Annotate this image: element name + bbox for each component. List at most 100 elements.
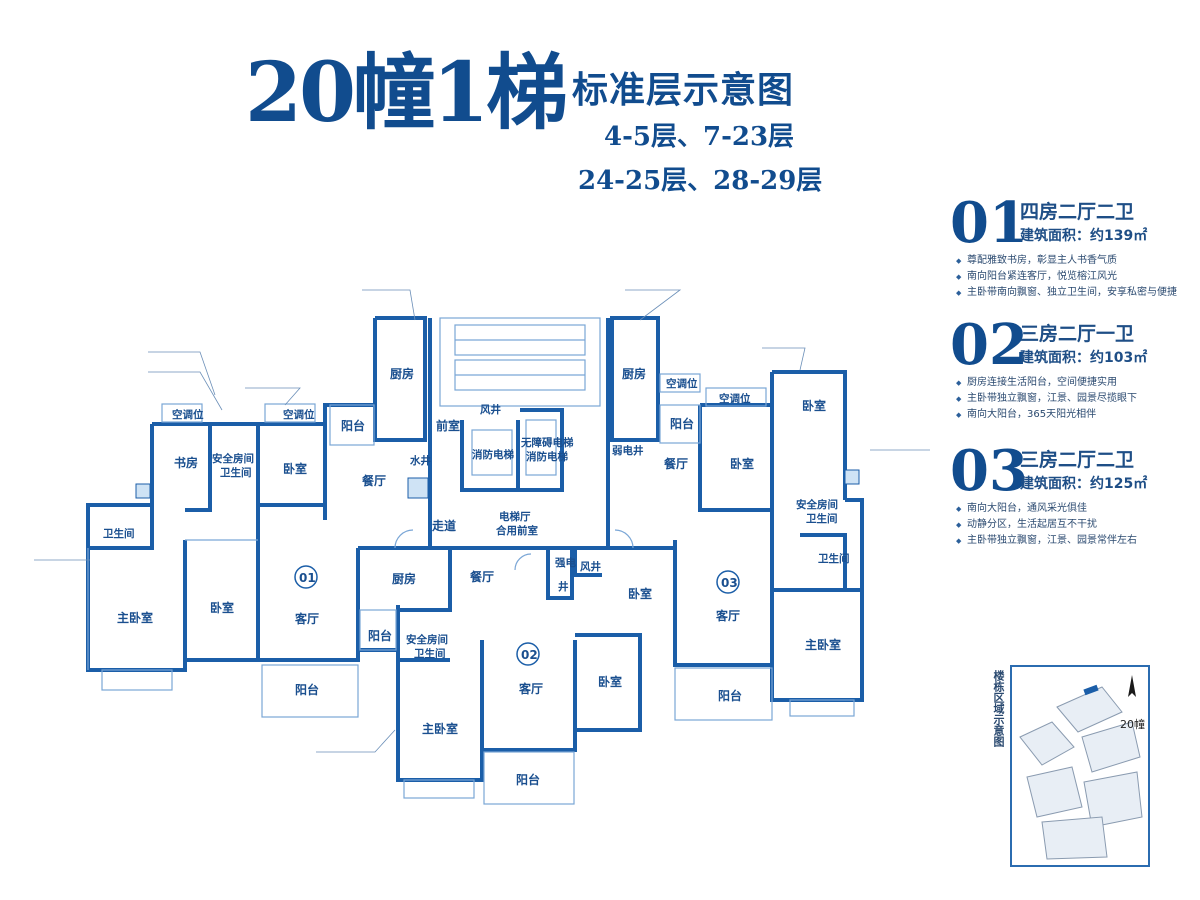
leader-line [316,729,396,753]
building-title: 20幢1梯 [245,45,568,141]
balcony-outline [261,664,359,718]
feature-item: 主卧带独立飘窗，江景、园景常伴左右 [956,533,1137,549]
balcony-outline [674,667,773,721]
north-arrow-icon [1128,675,1136,697]
leader-line [245,387,301,406]
leader-line [148,371,223,411]
label-dining-room: 餐厅 [362,473,386,488]
unit-marker-label: 03 [721,576,738,590]
label-bathroom: 卫生间 [818,552,850,565]
fire-lift-car [471,429,513,476]
site-block [1056,686,1123,733]
label-ac-ledge: 空调位 [283,408,315,421]
label-living-room: 客厅 [715,608,740,623]
label-bedroom: 卧室 [283,461,307,476]
ac-ledge [264,403,316,423]
label-shared-anteroom: 合用前室 [495,524,538,537]
unit-type: 三房二厅一卫 [1020,323,1135,345]
corridor-line [87,539,258,670]
wall [460,420,520,492]
stairwell [439,317,601,407]
label-balcony: 阳台 [295,682,319,697]
label-bedroom: 卧室 [210,600,234,615]
leader-line [625,289,682,321]
plan-subtitle: 标准层示意图 [572,69,795,111]
label-bathroom: 卫生间 [103,527,135,540]
ac-ledge [659,373,701,393]
wall [258,548,360,662]
label-bedroom: 卧室 [598,674,622,689]
wall [152,422,212,512]
label-lift-hall: 电梯厅 [499,510,531,523]
label-power-shaft: 井 [558,580,569,593]
label-fire-lift: 消防电梯 [472,448,514,461]
label-safe-room: 安全房间 [212,452,254,465]
door-arc [394,529,414,549]
wall [575,633,642,732]
label-dining-room: 餐厅 [470,569,494,584]
label-corridor: 走道 [432,518,456,533]
label-balcony: 阳台 [516,772,540,787]
unit-marker-03 [716,570,740,594]
feature-list: 南向大阳台，通风采光俱佳 动静分区，生活起居互不干扰 主卧带独立飘窗，江景、园景… [956,501,1137,549]
feature-list: 厨房连接生活阳台，空间便捷实用 主卧带独立飘窗，江景、园景尽揽眼下 南向大阳台，… [956,375,1137,423]
ac-ledge [705,387,767,407]
wall [573,548,602,577]
wall [546,548,574,600]
wall [770,588,864,702]
unit-number: 03 [950,438,1028,504]
leader-line [148,351,216,396]
pipe-shaft [844,469,860,485]
site-block [1083,771,1143,828]
unit-area: 建筑面积：约139㎡ [1020,228,1148,244]
wall [358,546,452,612]
wall [772,370,847,500]
location-map-label: 楼栋区域示意图 [992,670,1005,747]
balcony-outline [329,404,375,446]
feature-item: 动静分区，生活起居互不干扰 [956,517,1137,533]
label-bathroom: 卫生间 [414,647,446,660]
unit-number: 02 [950,312,1028,378]
pipe-shaft [135,483,151,499]
site-block [1041,816,1108,860]
label-anteroom: 前室 [436,418,460,433]
label-fire-lift: 消防电梯 [526,450,568,463]
unit-marker-label: 01 [299,571,316,585]
label-ac-ledge: 空调位 [172,408,204,421]
label-kitchen: 厨房 [390,366,414,381]
feature-item: 南向大阳台，365天阳光相伴 [956,407,1137,423]
label-weak-current-shaft: 弱电井 [612,444,644,457]
label-balcony: 阳台 [368,628,392,643]
wall [396,660,484,782]
label-balcony: 阳台 [670,416,694,431]
label-air-shaft: 风井 [480,403,501,416]
label-air-shaft: 风井 [580,560,601,573]
bay-window [101,669,173,691]
label-power-shaft: 强电 [555,556,576,569]
building-number-label: 20幢 [1120,718,1145,731]
wall [520,408,564,492]
feature-list: 尊配雅致书房，彰显主人书香气质 南向阳台紧连客厅，悦览榕江风光 主卧带南向飘窗、… [956,253,1177,301]
unit-marker-01 [294,565,318,589]
wall [183,540,260,662]
site-block [1019,721,1075,766]
label-master-bedroom: 主卧室 [422,721,458,736]
label-balcony: 阳台 [341,418,365,433]
balcony-outline [659,404,701,444]
site-block [1081,721,1141,773]
unit-marker-label: 02 [521,648,538,662]
label-safe-room: 安全房间 [796,498,838,511]
accessible-lift-car [525,419,557,476]
label-safe-room: 安全房间 [406,633,448,646]
unit-type: 四房二厅二卫 [1020,201,1135,223]
label-bedroom: 卧室 [802,398,826,413]
wall [482,640,577,752]
feature-item: 主卧带独立飘窗，江景、园景尽揽眼下 [956,391,1137,407]
wall [258,422,327,507]
unit-number: 01 [950,190,1028,256]
leader-line [762,347,806,371]
label-master-bedroom: 主卧室 [805,637,841,652]
floor-range-1: 4-5层、7-23层 [604,122,795,152]
label-living-room: 客厅 [294,611,319,626]
label-bedroom: 卧室 [628,586,652,601]
